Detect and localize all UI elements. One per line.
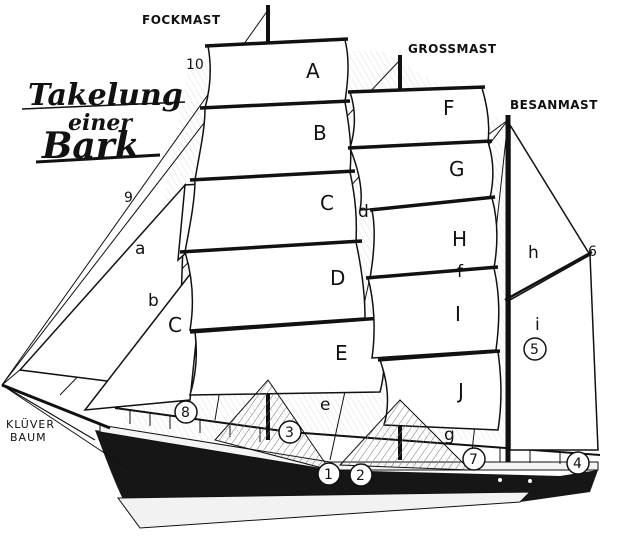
main-mast-label: GROSSMAST xyxy=(408,42,497,56)
marker-3: 3 xyxy=(285,425,294,441)
sail-label-d: d xyxy=(358,202,369,222)
number-markers: 1 2 3 4 5 6 7 8 9 10 xyxy=(124,57,597,487)
marker-7: 7 xyxy=(469,452,478,468)
sail-label-D: D xyxy=(330,266,345,290)
mizzen-mast-label: BESANMAST xyxy=(510,98,598,112)
sail-label-E: E xyxy=(335,341,348,365)
marker-circle-7 xyxy=(462,447,486,471)
marker-circle-8 xyxy=(174,400,198,424)
marker-circle-1 xyxy=(317,462,341,486)
marker-1: 1 xyxy=(324,467,333,483)
sail-label-G: G xyxy=(449,157,465,181)
marker-circle-3 xyxy=(278,420,302,444)
sail-label-C: C xyxy=(320,191,334,215)
title-line2: einer xyxy=(68,110,133,136)
mizzen-sails xyxy=(504,122,599,451)
marker-8: 8 xyxy=(181,405,190,421)
sail-label-A: A xyxy=(306,59,320,83)
marker-2: 2 xyxy=(356,468,365,484)
marker-9: 9 xyxy=(124,190,133,206)
marker-4: 4 xyxy=(573,456,582,472)
marker-10: 10 xyxy=(186,57,204,73)
sail-label-J: J xyxy=(456,379,464,403)
kluverbaum-label-line1: KLÜVER xyxy=(6,418,55,431)
hull xyxy=(95,407,601,529)
fore-sails xyxy=(179,37,385,396)
fore-mast-label: FOCKMAST xyxy=(142,13,221,27)
bowsprit xyxy=(1,383,131,471)
sail-label-h: h xyxy=(528,243,539,263)
marker-5: 5 xyxy=(530,342,539,358)
sail-label-B: B xyxy=(313,121,327,145)
kluverbaum-label-line2: BAUM xyxy=(10,431,47,444)
title-underline2 xyxy=(35,153,161,164)
marker-circle-4 xyxy=(566,451,590,475)
marker-6: 6 xyxy=(588,244,597,260)
sail-label-f: f xyxy=(457,262,464,282)
sail-label-C-jib: C xyxy=(168,313,182,337)
sail-label-b: b xyxy=(148,291,159,311)
sail-label-i: i xyxy=(535,315,540,335)
sail-label-I: I xyxy=(455,302,461,326)
marker-circle-2 xyxy=(349,463,373,487)
title-underline1 xyxy=(21,101,186,110)
sail-label-g: g xyxy=(444,425,455,445)
marker-circle-5 xyxy=(523,337,547,361)
diagram-title: Takelung einer Bark xyxy=(21,78,186,167)
sail-label-a: a xyxy=(135,239,145,259)
sail-label-e: e xyxy=(320,395,330,415)
sail-letters: A B C D E F G H I J a b C d e f g h i xyxy=(135,59,540,445)
sail-label-F: F xyxy=(443,96,455,120)
sail-label-H: H xyxy=(452,227,467,251)
